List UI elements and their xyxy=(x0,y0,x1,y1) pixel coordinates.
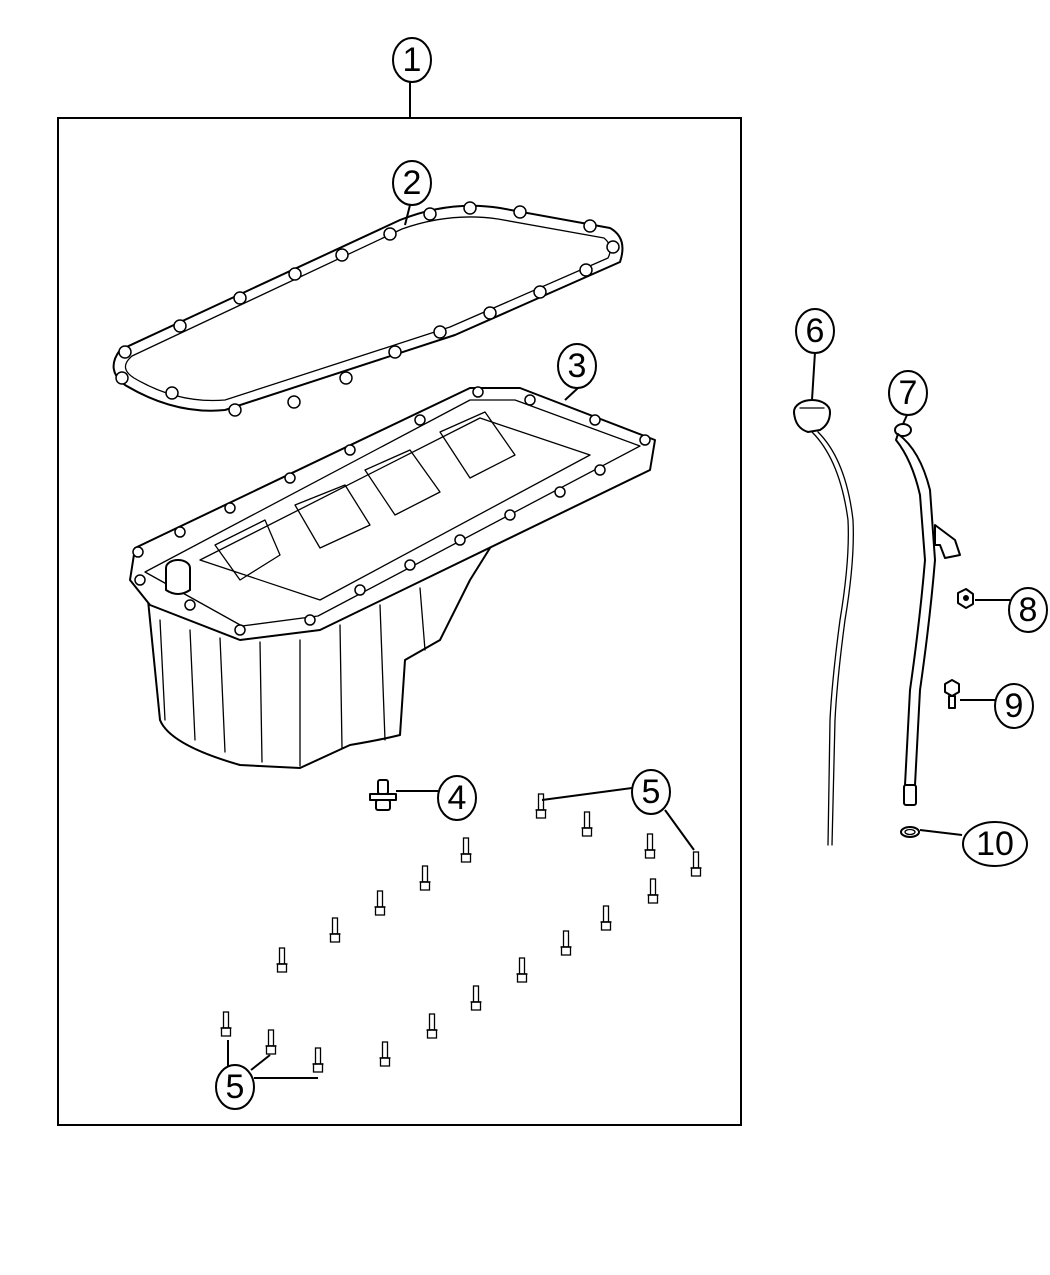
callout-8: 8 xyxy=(1008,587,1048,633)
callout-4: 4 xyxy=(437,775,477,821)
pan-bolt xyxy=(600,905,612,931)
callout-10: 10 xyxy=(962,821,1028,867)
callout-4-label: 4 xyxy=(448,779,467,817)
pan-bolt xyxy=(329,917,341,943)
oil-dipstick xyxy=(793,399,854,846)
pan-bolt xyxy=(470,985,482,1011)
pan-bolt xyxy=(647,878,659,904)
dipstick-tube xyxy=(894,423,961,806)
pan-bolt xyxy=(460,837,472,863)
callout-5-lower: 5 xyxy=(215,1064,255,1110)
pan-bolt xyxy=(560,930,572,956)
pan-bolt xyxy=(379,1041,391,1067)
pan-bolts xyxy=(220,793,702,1073)
callout-9-label: 9 xyxy=(1005,687,1024,725)
callout-10-label: 10 xyxy=(976,825,1014,863)
callout-1: 1 xyxy=(392,37,432,83)
pan-bolt xyxy=(265,1029,277,1055)
nut xyxy=(957,588,974,609)
oil-pan xyxy=(129,386,656,769)
pan-bolt xyxy=(516,957,528,983)
callout-2: 2 xyxy=(392,160,432,206)
pan-bolt xyxy=(644,833,656,859)
callout-5-upper-label: 5 xyxy=(642,773,661,811)
oil-pan-gasket xyxy=(112,201,624,417)
callout-1-label: 1 xyxy=(403,41,422,79)
callout-5-lower-label: 5 xyxy=(226,1068,245,1106)
pan-bolt xyxy=(690,851,702,877)
pan-bolt xyxy=(374,890,386,916)
callout-7: 7 xyxy=(888,370,928,416)
callout-6: 6 xyxy=(795,308,835,354)
pan-bolt xyxy=(276,947,288,973)
callout-5-upper: 5 xyxy=(631,769,671,815)
drain-plug xyxy=(369,779,397,811)
callout-9: 9 xyxy=(994,683,1034,729)
o-ring xyxy=(900,826,920,838)
pan-bolt xyxy=(220,1011,232,1037)
pan-bolt xyxy=(581,811,593,837)
callout-3: 3 xyxy=(557,343,597,389)
leader-lines xyxy=(227,80,1010,1079)
pan-bolt xyxy=(535,793,547,819)
pan-bolt xyxy=(312,1047,324,1073)
pan-bolt xyxy=(419,865,431,891)
callout-8-label: 8 xyxy=(1019,591,1038,629)
callout-3-label: 3 xyxy=(568,347,587,385)
pan-bolt xyxy=(426,1013,438,1039)
callout-2-label: 2 xyxy=(403,164,422,202)
callout-6-label: 6 xyxy=(806,312,825,350)
assembly-box xyxy=(57,117,742,1126)
callout-7-label: 7 xyxy=(899,374,918,412)
tube-bolt xyxy=(944,679,960,709)
